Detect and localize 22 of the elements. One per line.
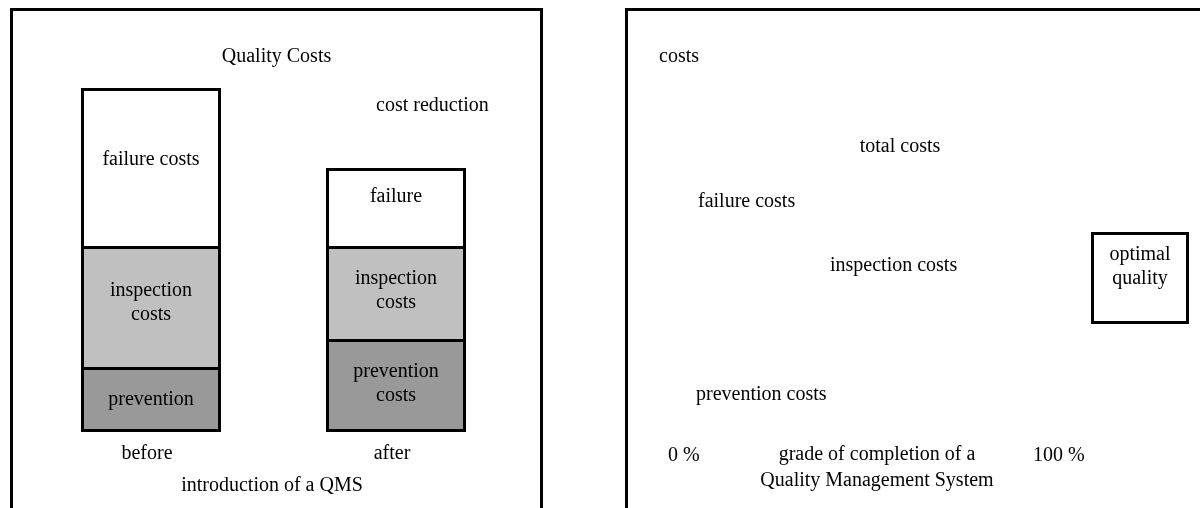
- curve-label: failure costs: [698, 188, 796, 212]
- bar-segment: failure costs: [81, 88, 221, 249]
- bar-segment: prevention: [81, 367, 221, 432]
- curve-label: total costs: [858, 133, 942, 157]
- panel-frame: [10, 8, 543, 508]
- axis-title: grade of completion of a Quality Management System: [759, 441, 995, 492]
- bar-segment: prevention costs: [326, 339, 466, 432]
- bar-segment: inspection costs: [81, 246, 221, 370]
- bar-segment: inspection costs: [326, 246, 466, 342]
- axis-label: after: [372, 440, 412, 464]
- callout-box: optimal quality: [1091, 232, 1189, 324]
- panel-frame: [625, 8, 1200, 508]
- axis-label: costs: [659, 43, 699, 67]
- curve-label: inspection costs: [830, 252, 958, 276]
- curve-label: prevention costs: [696, 381, 827, 405]
- axis-label: before: [120, 440, 174, 464]
- annotation: cost reduction: [376, 92, 489, 116]
- panel-title: Quality Costs: [220, 43, 333, 67]
- tick-label: 100 %: [1033, 442, 1085, 466]
- axis-title: introduction of a QMS: [180, 472, 364, 496]
- tick-label: 0 %: [668, 442, 700, 466]
- bar-segment: failure: [326, 168, 466, 249]
